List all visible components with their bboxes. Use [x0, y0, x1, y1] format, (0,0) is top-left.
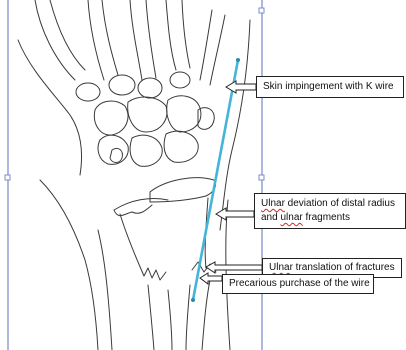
- frame-handle-left[interactable]: [5, 175, 10, 180]
- callout-translation-rest: translation of fractures: [293, 262, 395, 273]
- ulna-outline-left: [40, 180, 98, 350]
- radius-shaft-left: [120, 214, 144, 276]
- carpal-small-bone: [110, 148, 122, 162]
- hand-contour-left: [18, 40, 82, 175]
- finger-outline-1: [35, 0, 75, 80]
- radius-inner-line: [168, 290, 172, 350]
- radius-lower-right: [202, 280, 210, 350]
- frame-handle-right[interactable]: [259, 175, 264, 180]
- callout-ulnar-deviation: Ulnar deviation of distal radius and uln…: [254, 193, 406, 229]
- metacarpal-head-1: [76, 83, 100, 101]
- callout-precarious-purchase: Precarious purchase of the wire: [222, 274, 374, 294]
- carpal-triquetrum: [164, 131, 198, 162]
- radius-distal-edge: [114, 198, 168, 210]
- callout-deviation-word2: ulnar: [280, 212, 302, 223]
- k-wire-tip-top: [236, 58, 240, 62]
- metacarpal-head-4: [170, 72, 190, 88]
- radius-lower-left: [148, 285, 154, 350]
- metacarpal-head-3: [138, 78, 162, 98]
- metacarpal-head-2: [109, 75, 135, 95]
- carpal-capitate: [128, 97, 167, 132]
- radius-fracture-line: [144, 268, 166, 280]
- ulna-outline-right: [98, 230, 112, 350]
- finger-outline-2: [50, 0, 85, 70]
- finger-outline-4: [102, 0, 118, 75]
- callout-deviation-rest2: fragments: [303, 212, 350, 223]
- radius-inner-line-2: [186, 285, 190, 350]
- carpal-trapezium: [94, 101, 128, 135]
- callout-arrows: [200, 81, 262, 284]
- arrow-ulnar-translation: [206, 262, 262, 273]
- k-wire-tip-bottom: [191, 298, 195, 302]
- callout-deviation-word: Ulnar: [261, 198, 285, 209]
- finger-outline-10: [210, 15, 225, 85]
- carpal-hamate: [167, 96, 201, 132]
- frame-handle-top-right[interactable]: [259, 8, 264, 13]
- finger-outline-3: [88, 0, 104, 80]
- finger-outline-9: [200, 10, 212, 80]
- arrow-precarious-purchase: [200, 273, 222, 284]
- callout-purchase-text: Precarious purchase of the wire: [229, 278, 370, 289]
- finger-outline-8: [182, 0, 190, 68]
- callout-translation-word: Ulnar: [269, 262, 293, 273]
- carpal-lunate: [130, 135, 162, 166]
- arrow-skin-impingement: [226, 81, 256, 93]
- finger-outline-7: [166, 0, 176, 70]
- callout-skin-text: Skin impingement with K wire: [263, 81, 394, 92]
- finger-outline-6: [146, 0, 156, 78]
- finger-outline-5: [130, 0, 142, 80]
- callout-skin-impingement: Skin impingement with K wire: [256, 76, 404, 98]
